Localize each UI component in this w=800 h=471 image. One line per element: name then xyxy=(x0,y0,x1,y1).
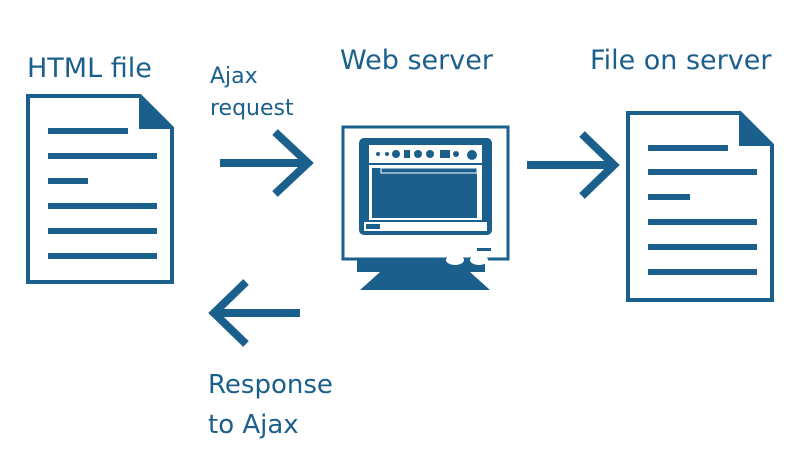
web-server-label: Web server xyxy=(340,45,493,76)
document-icon xyxy=(626,110,775,302)
arrow-left-icon xyxy=(208,279,300,347)
html-file-label: HTML file xyxy=(27,53,152,84)
ajax-request-label-line2: request xyxy=(210,96,294,121)
file-on-server-label: File on server xyxy=(590,45,772,76)
document-icon xyxy=(26,93,175,284)
arrow-right-icon xyxy=(527,131,620,199)
ajax-request-label-line1: Ajax xyxy=(210,64,258,89)
monitor-icon xyxy=(341,125,510,290)
response-label-line1: Response xyxy=(208,370,333,400)
response-label-line2: to Ajax xyxy=(208,410,299,440)
arrow-right-icon xyxy=(220,129,314,197)
